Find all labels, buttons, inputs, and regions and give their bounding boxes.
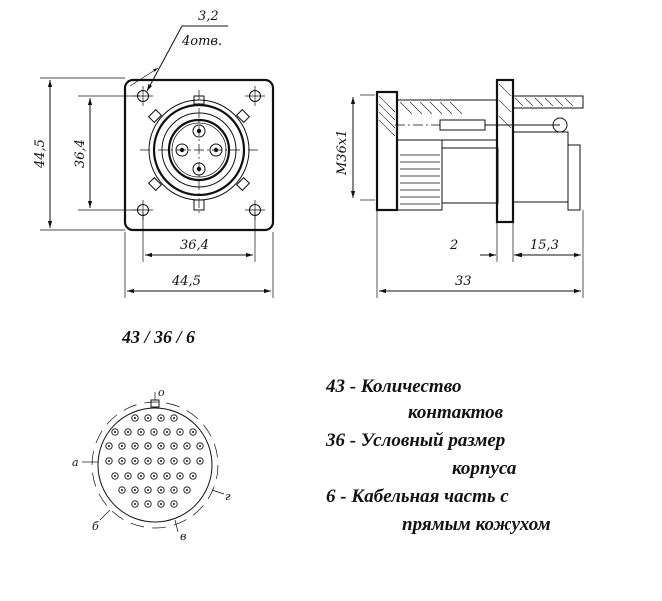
legend: 43 - Количество контактов 36 - Условный …: [325, 376, 551, 535]
height-inner-label: 36,4: [73, 139, 88, 168]
contact-pin-center: [199, 445, 201, 447]
contact-pin-center: [160, 460, 162, 462]
connector-socket: [140, 90, 258, 215]
contact-pin-center: [134, 445, 136, 447]
legend-0-line2: контактов: [408, 402, 504, 423]
contact-pin-center: [147, 489, 149, 491]
height-outer-label: 44,5: [33, 139, 48, 169]
contact-pin-center: [160, 489, 162, 491]
contact-pin-center: [199, 460, 201, 462]
side-body: [375, 78, 584, 224]
contact-pin-center: [121, 460, 123, 462]
legend-0-line1: 43 - Количество: [325, 376, 461, 397]
contact-pin-center: [186, 460, 188, 462]
flange-outline: [123, 78, 275, 232]
contact-pin-center: [179, 431, 181, 433]
side-view: M36x1: [335, 78, 584, 298]
contact-pin-center: [160, 417, 162, 419]
legend-2-line1: 6 - Кабельная часть с: [326, 486, 509, 507]
contact-pin-center: [134, 417, 136, 419]
contact-pin-center: [153, 431, 155, 433]
contact-pin-center: [147, 460, 149, 462]
contact-pin-center: [173, 489, 175, 491]
contact-pin-center: [153, 475, 155, 477]
contact-pin-center: [160, 445, 162, 447]
contact-pin-center: [140, 431, 142, 433]
contact-pin-center: [108, 460, 110, 462]
contact-pin-center: [127, 431, 129, 433]
pin-grid: [105, 414, 204, 508]
contact-pin-center: [166, 431, 168, 433]
legend-1-line1: 36 - Условный размер: [325, 430, 505, 451]
pin-label-bottom-right: в: [180, 530, 186, 543]
width-inner-label: 36,4: [180, 238, 209, 253]
contact-pin-center: [186, 489, 188, 491]
legend-1-line2: корпуса: [452, 458, 517, 479]
side-small-label: 2: [449, 238, 458, 253]
hole-callout: 3,2 4отв.: [129, 9, 228, 92]
contact-pin-center: [147, 503, 149, 505]
side-dimensions: 2 15,3 33: [376, 210, 584, 298]
contact-pin-center: [121, 489, 123, 491]
contact-pin-center: [186, 445, 188, 447]
contact-pin-center: [134, 460, 136, 462]
thread-label: M36x1: [335, 130, 350, 176]
contact-pin-center: [192, 475, 194, 477]
contact-pin-center: [173, 460, 175, 462]
contact-pin-center: [114, 431, 116, 433]
contact-pin-center: [160, 503, 162, 505]
pin-label-bottom-left: б: [92, 520, 99, 533]
front-view: 3,2 4отв. 44,5 36,4 36,4 44,5: [33, 9, 275, 298]
horizontal-dimensions: 36,4 44,5: [124, 212, 274, 298]
contact-pin-center: [147, 445, 149, 447]
contact-pin-center: [108, 445, 110, 447]
width-outer-label: 44,5: [171, 274, 201, 289]
contact-pin-center: [127, 475, 129, 477]
pin-layout: o a г б в: [72, 386, 231, 543]
contact-pin-center: [134, 489, 136, 491]
connector-code: 43 / 36 / 6: [121, 327, 195, 347]
contact-pin-center: [134, 503, 136, 505]
hole-diameter-label: 3,2: [198, 9, 219, 24]
contact-pin-center: [140, 475, 142, 477]
pin-label-left: a: [72, 456, 79, 469]
contact-pin-center: [166, 475, 168, 477]
pin-label-top: o: [158, 386, 165, 399]
hole-count-label: 4отв.: [181, 34, 222, 49]
contact-pin-center: [179, 475, 181, 477]
contact-pin-center: [173, 503, 175, 505]
side-total-label: 33: [455, 274, 472, 289]
contact-pin-center: [121, 445, 123, 447]
contact-pin-center: [192, 431, 194, 433]
contact-pin-center: [173, 417, 175, 419]
contact-pin-center: [147, 417, 149, 419]
contact-pin-center: [114, 475, 116, 477]
vertical-dimensions: 44,5 36,4: [33, 77, 140, 231]
pin-label-right: г: [225, 490, 231, 503]
side-mid-label: 15,3: [530, 238, 559, 253]
legend-2-line2: прямым кожухом: [402, 514, 551, 535]
contact-pin-center: [173, 445, 175, 447]
